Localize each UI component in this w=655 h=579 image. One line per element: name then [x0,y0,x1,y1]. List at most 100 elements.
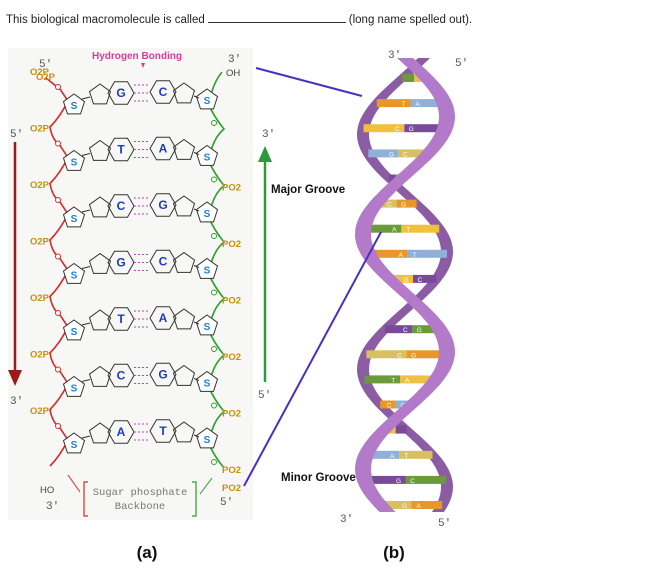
left-base-label: G [116,86,125,100]
left-sugar-ring [62,149,86,171]
helix-base-left [385,325,413,334]
helix-base-right [401,224,440,233]
right-base-label: A [159,142,168,156]
left-phosphate-label: O2P [30,124,50,135]
left-sugar-ring [62,375,86,397]
backbone-bracket-right [192,481,197,517]
front-strand-ribbon [355,58,455,512]
helix-bottom-5prime: 5' [438,518,451,530]
right-sugar-label: S [204,322,211,333]
helix-base-left [366,350,407,359]
right-base-hexagon [149,136,177,161]
left-base-label: T [117,312,125,326]
left-base-hexagon [107,250,135,275]
right-phosphate-label: PO2 [222,296,241,307]
right-sugar-label: S [204,379,211,390]
helix-base-right-label: C [403,151,408,158]
question-prefix: This biological macromolecule is called [6,14,205,26]
right-base-hexagon [149,249,177,274]
left-phosphate-label: O2P [30,406,50,417]
helix-base-right [412,325,440,334]
right-sugar-label: S [204,153,211,164]
helix-base-left [402,74,415,82]
panel-b: TACGGCCGATATGCCGCGTACGATGCGA3'5'3'5'Majo… [243,50,468,562]
helix-top-3prime: 3' [388,50,401,62]
right-base-label: C [159,85,168,99]
right-base-hexagon [149,80,177,104]
left-phosphate-bead [55,366,61,373]
question-text: This biological macromolecule is called(… [6,12,472,26]
backbone-pointer-right [199,477,213,495]
helix-base-right-label: A [405,377,410,384]
helix-base-left-label: G [402,503,407,510]
hydrogen-bonding-label: Hydrogen Bonding [92,51,182,62]
helix-base-right-label: A [415,101,420,108]
left-sugar-label: S [71,384,78,395]
left-base-hexagon [107,420,135,444]
helix-base-left-label: T [391,377,395,384]
right-sugar-label: S [204,96,211,107]
right-glycosidic-bond [193,434,200,438]
left-bottom-ho: HO [40,485,54,496]
right-phosphate-label: PO2 [222,183,241,194]
left-sugar-ring [62,206,86,228]
answer-blank [207,12,346,23]
hydrogen-bonding-pointer [141,63,145,68]
right-sugar-label: S [204,209,211,220]
left-bottom-3prime: 3' [46,501,59,513]
left-sugar-ring [62,432,86,454]
left-sugar-label: S [71,271,78,282]
helix-base-right [399,450,433,459]
top-pointer-line [255,67,363,97]
left-phosphate-bead [55,253,61,260]
left-phosphate-label: O2P [30,350,50,361]
right-sugar-ring [195,201,219,223]
left-top-phosphate: O2P [36,72,56,83]
left-base-label: C [117,369,126,383]
right-base-pentagon [172,421,196,443]
left-sugar-label: S [71,440,78,451]
backbone-bracket-left [83,481,88,517]
helix-base-right-label: A [416,503,421,510]
helix-base-right-label: C [410,478,415,485]
right-glycosidic-bond [193,378,200,381]
right-phosphate-bead [211,459,217,465]
helix-base-left [380,501,412,509]
right-base-pentagon [172,138,196,160]
right-sugar-ring [195,257,219,279]
helix-base-left-label: A [390,453,395,460]
left-phosphate-bead [55,197,61,203]
right-sugar-ring [195,88,219,110]
left-phosphate-bead [55,84,61,90]
left-phosphate-label: O2P [30,293,50,304]
left-base-label: G [116,256,125,270]
right-glycosidic-bond [193,208,200,212]
right-phosphate-bead [211,233,217,239]
right-sugar-ring [195,370,219,392]
helix-base-left-label: G [403,277,408,284]
right-base-pentagon [172,308,196,330]
helix-base-right-label: C [418,277,423,284]
backbone-pointer-left [67,474,81,493]
left-glycosidic-bond [81,153,91,156]
helix-base-right-label: T [404,453,408,460]
helix-base-right [406,350,447,359]
right-base-hexagon [149,362,177,387]
helix-base-right-label: G [411,352,416,359]
helix-base-right-label: T [406,227,410,234]
helix-base-left [389,174,396,183]
helix-base-left [376,99,411,108]
left-base-label: C [117,199,126,213]
helix-base-left-label: A [392,227,397,234]
right-base-label: A [159,311,168,325]
